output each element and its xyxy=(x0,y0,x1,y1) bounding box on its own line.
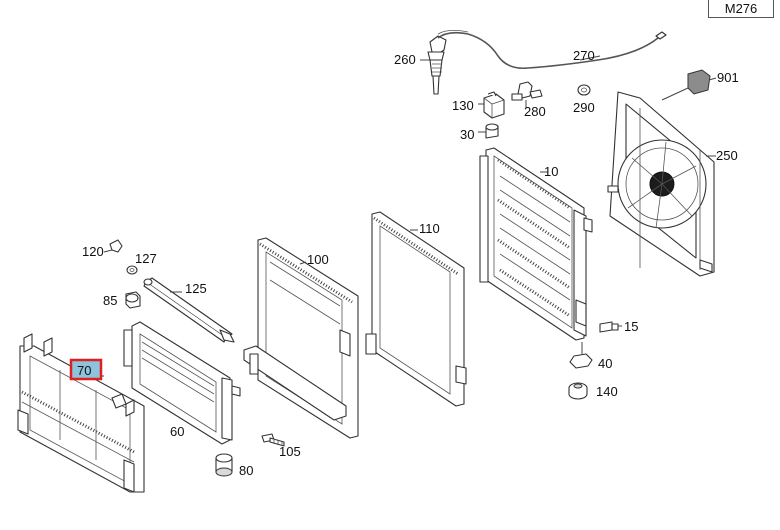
part-250-drawing[interactable] xyxy=(607,91,716,277)
label-10[interactable]: 10 xyxy=(544,164,558,179)
label-290[interactable]: 290 xyxy=(573,100,595,115)
label-100[interactable]: 100 xyxy=(307,252,329,267)
part-125-drawing[interactable] xyxy=(143,277,235,343)
label-15[interactable]: 15 xyxy=(624,319,638,334)
part-30-drawing[interactable] xyxy=(478,123,499,139)
part-280-drawing[interactable] xyxy=(511,81,543,108)
label-130[interactable]: 130 xyxy=(452,98,474,113)
label-30[interactable]: 30 xyxy=(460,127,474,142)
label-901[interactable]: 901 xyxy=(717,70,739,85)
part-120-drawing[interactable] xyxy=(103,239,123,253)
part-15-drawing[interactable] xyxy=(599,321,622,333)
label-127[interactable]: 127 xyxy=(135,251,157,266)
label-120[interactable]: 120 xyxy=(82,244,104,259)
part-140-drawing[interactable] xyxy=(568,382,588,400)
part-85-drawing[interactable] xyxy=(125,291,141,309)
part-270-drawing[interactable] xyxy=(437,30,667,70)
label-140[interactable]: 140 xyxy=(596,384,618,399)
label-80[interactable]: 80 xyxy=(239,463,253,478)
part-80-drawing[interactable] xyxy=(215,453,233,477)
label-260[interactable]: 260 xyxy=(394,52,416,67)
part-60-drawing[interactable] xyxy=(123,321,241,445)
label-60[interactable]: 60 xyxy=(170,424,184,439)
label-40[interactable]: 40 xyxy=(598,356,612,371)
part-260-drawing[interactable] xyxy=(420,35,447,95)
label-250[interactable]: 250 xyxy=(716,148,738,163)
label-85[interactable]: 85 xyxy=(103,293,117,308)
label-110[interactable]: 110 xyxy=(419,221,440,236)
label-125[interactable]: 125 xyxy=(185,281,207,296)
part-70-drawing[interactable] xyxy=(17,333,145,493)
label-280[interactable]: 280 xyxy=(524,104,546,119)
part-127-drawing[interactable] xyxy=(126,265,138,275)
part-901-drawing[interactable] xyxy=(661,69,717,101)
part-130-drawing[interactable] xyxy=(478,91,505,119)
part-40-drawing[interactable] xyxy=(569,342,593,369)
label-270[interactable]: 270 xyxy=(573,48,595,63)
selected-part-highlight[interactable] xyxy=(69,358,103,381)
model-tag[interactable]: M276 xyxy=(708,0,774,18)
part-290-drawing[interactable] xyxy=(577,84,591,96)
label-70[interactable]: 70 xyxy=(77,363,91,378)
part-110-drawing[interactable] xyxy=(365,211,467,407)
part-10-drawing[interactable] xyxy=(479,147,593,341)
part-105-drawing[interactable] xyxy=(261,433,285,447)
part-100-drawing[interactable] xyxy=(243,237,359,439)
label-105[interactable]: 105 xyxy=(279,444,301,459)
